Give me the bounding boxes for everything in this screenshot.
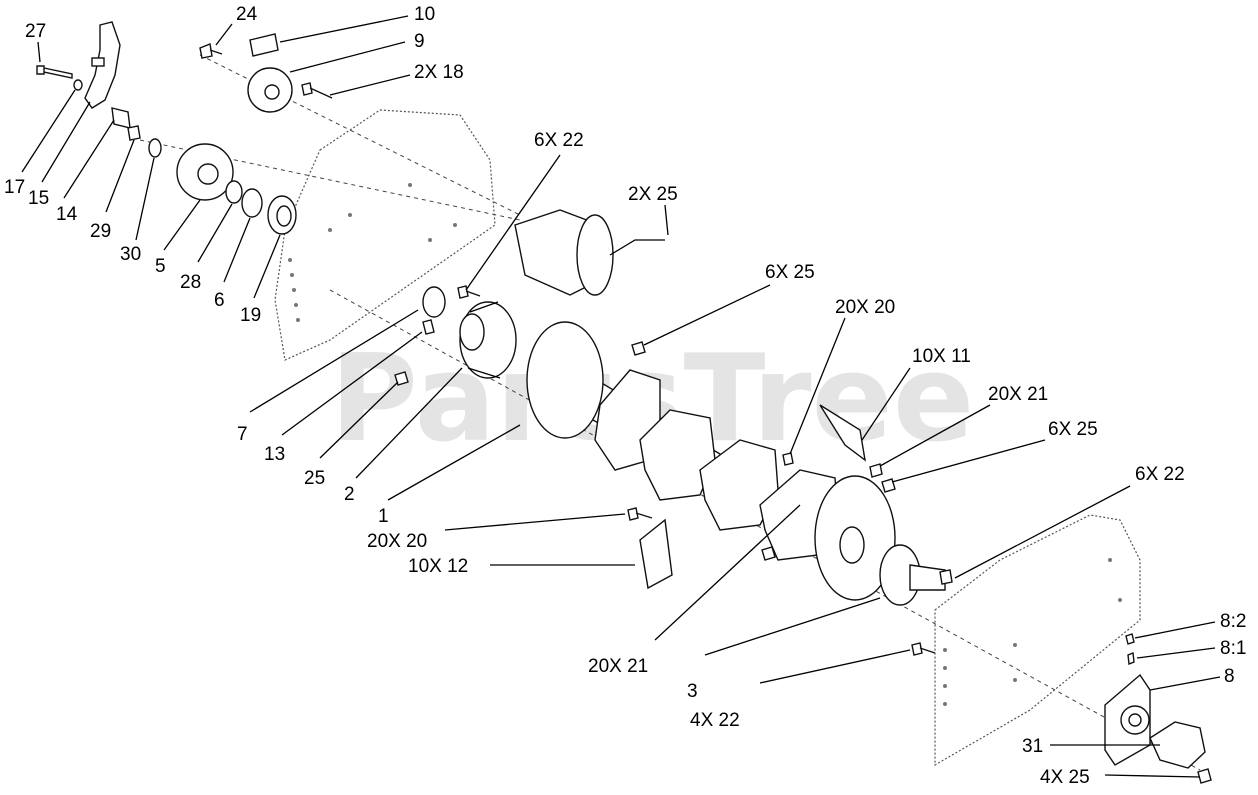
nut-21-lower xyxy=(761,546,776,561)
cap-31 xyxy=(1149,721,1206,769)
left-frame-holes xyxy=(288,183,457,322)
label-25: 25 xyxy=(304,468,325,489)
leader-lines xyxy=(21,15,1221,778)
label-8-1: 8:1 xyxy=(1220,638,1246,659)
label-20x-20-lower: 20X 20 xyxy=(367,531,427,552)
washer-15 xyxy=(73,79,83,91)
bolt-24 xyxy=(199,43,223,59)
bolt-20-lower xyxy=(627,507,653,521)
label-5: 5 xyxy=(155,256,166,277)
right-frame-holes xyxy=(943,558,1122,706)
bearing-housing-8 xyxy=(1104,673,1151,766)
label-1: 1 xyxy=(378,506,389,527)
snap-ring-6 xyxy=(241,188,263,218)
grease-fitting-8-2 xyxy=(1125,633,1135,645)
bearing-19 xyxy=(267,195,297,235)
label-2: 2 xyxy=(344,484,355,505)
callout-labels: 27 24 10 9 2X 18 17 15 14 29 30 5 28 6 1… xyxy=(4,4,1246,788)
tine-11 xyxy=(819,404,866,462)
label-8-2: 8:2 xyxy=(1220,611,1246,632)
label-6x-22-right: 6X 22 xyxy=(1135,464,1185,485)
grease-fitting-8-1 xyxy=(1127,652,1135,665)
label-7: 7 xyxy=(237,424,248,445)
label-10: 10 xyxy=(414,4,435,25)
label-20x-21-upper: 20X 21 xyxy=(988,384,1048,405)
bolt-22-left xyxy=(457,285,481,299)
nut-25-lower xyxy=(1197,768,1212,784)
bolt-18 xyxy=(301,82,333,99)
nut-25-upper xyxy=(631,341,646,356)
rotor-assembly-1 xyxy=(526,321,896,601)
label-6x-25-right: 6X 25 xyxy=(1048,419,1098,440)
sprocket-9 xyxy=(247,67,293,113)
label-19: 19 xyxy=(240,305,261,326)
washer-30 xyxy=(148,138,162,158)
key-13 xyxy=(422,319,435,335)
label-9: 9 xyxy=(414,31,425,52)
label-20x-21-lower: 20X 21 xyxy=(588,656,648,677)
flange-plate-3 xyxy=(879,544,946,606)
tine-12 xyxy=(639,518,673,590)
label-29: 29 xyxy=(90,221,111,242)
hub-2 xyxy=(459,301,517,379)
seal-7 xyxy=(422,286,446,318)
label-31: 31 xyxy=(1022,736,1043,757)
label-10x-12: 10X 12 xyxy=(408,556,468,577)
nut-21-right xyxy=(869,463,883,478)
label-6x-22-upper: 6X 22 xyxy=(534,130,584,151)
label-10x-11: 10X 11 xyxy=(912,346,971,367)
label-27: 27 xyxy=(25,21,46,42)
ring-28 xyxy=(225,180,243,204)
label-8: 8 xyxy=(1224,666,1235,687)
label-17: 17 xyxy=(4,177,25,198)
label-15: 15 xyxy=(28,188,49,209)
label-6: 6 xyxy=(214,290,225,311)
bolt-22-lower xyxy=(911,642,936,656)
chain-link-10 xyxy=(249,33,279,57)
left-frame-plate xyxy=(274,109,496,361)
label-2x-18: 2X 18 xyxy=(414,62,464,83)
label-24: 24 xyxy=(236,4,258,25)
bolt-17 xyxy=(36,65,73,79)
label-30: 30 xyxy=(120,244,141,265)
label-20x-20-upper: 20X 20 xyxy=(835,297,895,318)
label-4x-22: 4X 22 xyxy=(690,710,740,731)
label-28: 28 xyxy=(180,272,201,293)
sprocket-5 xyxy=(176,143,234,201)
bolt-20-upper xyxy=(782,452,794,466)
bolt-22-right xyxy=(939,569,953,585)
label-14: 14 xyxy=(56,204,78,225)
label-3: 3 xyxy=(687,681,698,702)
hydraulic-motor xyxy=(514,209,665,296)
arm-tab xyxy=(91,57,105,67)
label-2x-25: 2X 25 xyxy=(628,184,678,205)
label-4x-25: 4X 25 xyxy=(1040,767,1090,788)
label-6x-25-upper: 6X 25 xyxy=(765,262,815,283)
label-13: 13 xyxy=(264,444,285,465)
spacer-14 xyxy=(111,107,131,129)
right-frame-plate xyxy=(934,514,1141,767)
nut-25-right xyxy=(881,478,896,493)
nut-25 xyxy=(394,371,409,386)
bolt-29 xyxy=(127,125,141,141)
